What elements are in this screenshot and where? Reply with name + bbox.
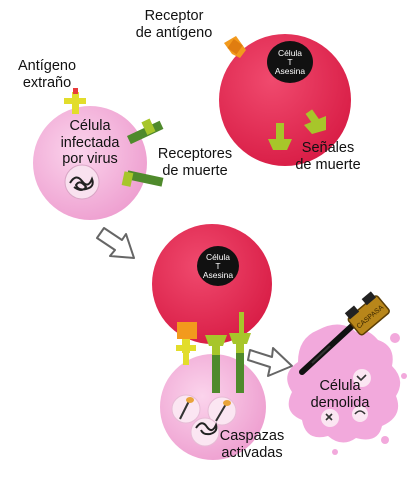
caspase-tool-icon-1 [179,397,194,420]
death-receptor-icon-1 [126,118,164,145]
antigen-receptor-icon [224,36,246,58]
label-line: Célula [319,378,361,394]
label-line: Antígeno [17,58,77,74]
killer-t-cell-top [219,34,351,166]
label-line: Receptor [144,8,204,24]
label-line: de muerte [295,156,361,173]
fragment-icon-3 [352,406,368,422]
label-line: por virus [62,151,118,168]
virus-dna-icon [69,176,94,191]
foreign-antigen-icon [64,88,86,114]
dna-icon-bottom [195,422,218,436]
label-line: demolida [310,394,370,411]
label-receptores-muerte: Receptores de muerte [150,146,240,179]
death-signal-bridge-2 [229,312,251,393]
label-caspazas-activadas: Caspazas activadas [210,428,294,461]
label-line: de muerte [162,162,228,179]
death-signal-bridge-1 [205,335,227,393]
label-line: Asesina [202,269,234,280]
killer-nucleus-bottom [197,246,239,286]
label-celula-demolida: Célula demolida [300,378,380,411]
death-receptor-icon-2 [121,170,164,187]
hammer-icon: CASPASA [299,291,390,375]
killer-t-cell-bottom [152,224,272,344]
infected-cell-top [33,106,147,220]
flow-arrow-1 [96,227,135,259]
label-line: T [287,56,293,67]
antigen-receptor-bridge [176,322,197,365]
label-line: Célula [205,252,231,262]
label-line: extraño [22,74,72,91]
demolished-cell [287,324,407,455]
label-line: Receptores [157,146,233,162]
label-celula-infectada: Célula infectada por virus [48,118,132,168]
label-line: infectada [60,134,120,151]
death-signal-icon-2 [304,109,326,134]
label-celula-t-bottom: Célula T Asesina [198,253,238,280]
label-line: Célula [69,118,111,134]
flow-arrow-2 [247,347,293,377]
caspase-tool-icon-2 [215,400,231,422]
label-line: Caspazas [219,428,285,444]
label-line: T [215,260,221,271]
label-line: de antígeno [135,24,213,41]
death-signal-icon-1 [268,123,292,150]
label-celula-t-top: Célula T Asesina [270,49,310,76]
label-line: Señales [301,140,355,156]
label-antigeno-extrano: Antígeno extraño [4,58,90,91]
label-line: Asesina [274,65,306,76]
label-line: Célula [277,48,303,58]
killer-nucleus-top [267,41,313,83]
label-receptor-antigeno: Receptor de antígeno [124,8,224,41]
label-senales-muerte: Señales de muerte [286,140,370,173]
label-line: activadas [221,444,283,461]
